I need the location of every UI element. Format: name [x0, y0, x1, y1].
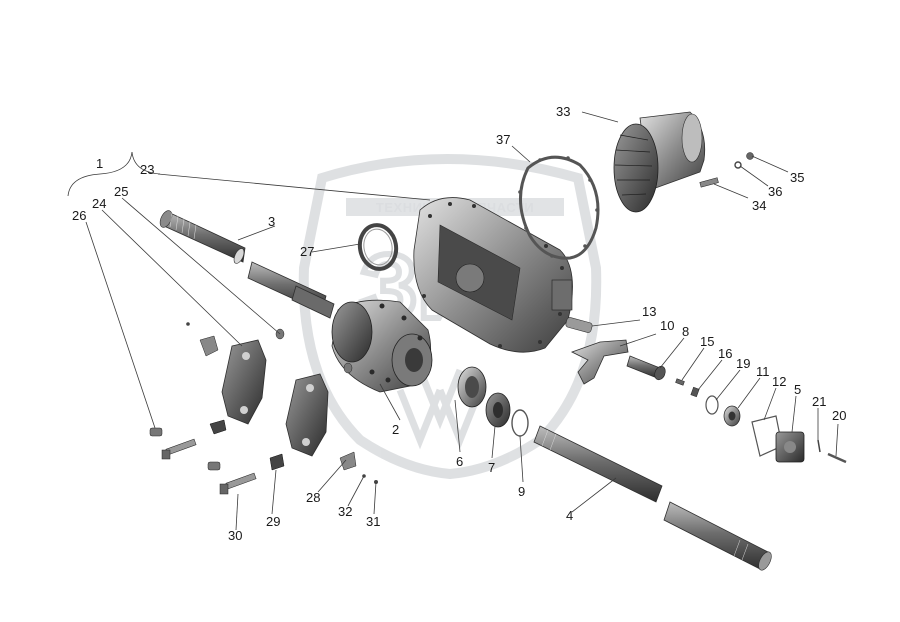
leader-lines — [67, 111, 839, 531]
washer-36 — [734, 161, 742, 169]
callout-25: 25 — [114, 184, 128, 199]
gasket — [518, 155, 600, 260]
dowel-mid — [207, 461, 221, 471]
bolt-left-upper — [161, 438, 197, 460]
callout-7: 7 — [488, 460, 495, 475]
callout-11: 11 — [756, 364, 770, 379]
callout-34: 34 — [752, 198, 766, 213]
nut-35 — [746, 152, 754, 160]
callout-1: 1 — [96, 156, 103, 171]
spring — [565, 317, 593, 333]
cover-5 — [775, 431, 805, 463]
callout-27: 27 — [300, 244, 314, 259]
lock-washer-upper — [209, 419, 227, 435]
pin-21 — [817, 439, 821, 453]
snap-ring — [357, 223, 399, 271]
callout-23: 23 — [140, 162, 154, 177]
axle-shaft-upper — [159, 210, 335, 319]
callout-37: 37 — [496, 132, 510, 147]
callout-31: 31 — [366, 514, 380, 529]
differential-housing — [413, 197, 573, 353]
callout-24: 24 — [92, 196, 106, 211]
callout-3: 3 — [268, 214, 275, 229]
callout-12: 12 — [772, 374, 786, 389]
coupling-sleeve — [457, 366, 487, 408]
axle-shaft-lower — [533, 425, 772, 571]
callout-26: 26 — [72, 208, 86, 223]
shift-rod — [626, 355, 666, 381]
callout-9: 9 — [518, 484, 525, 499]
callout-35: 35 — [790, 170, 804, 185]
callout-13: 13 — [642, 304, 656, 319]
callout-10: 10 — [660, 318, 674, 333]
pin-34 — [699, 177, 719, 188]
retaining-ring — [511, 409, 529, 437]
lock-plate-top — [186, 322, 219, 357]
differential-gear-assembly — [331, 299, 433, 393]
callout-36: 36 — [768, 184, 782, 199]
callout-5: 5 — [794, 382, 801, 397]
lock-plate-28 — [339, 451, 357, 471]
callout-8: 8 — [682, 324, 689, 339]
callout-29: 29 — [266, 514, 280, 529]
bearing-small — [343, 362, 353, 374]
o-ring-19 — [705, 395, 719, 415]
callout-16: 16 — [718, 346, 732, 361]
callout-4: 4 — [566, 508, 573, 523]
bushing-11 — [723, 405, 741, 427]
callout-19: 19 — [736, 356, 750, 371]
bolt-30 — [219, 472, 257, 495]
callout-28: 28 — [306, 490, 320, 505]
plug-16 — [690, 386, 700, 398]
ring-gear-carrier — [613, 111, 706, 213]
callout-20: 20 — [832, 408, 846, 423]
callout-15: 15 — [700, 334, 714, 349]
callout-33: 33 — [556, 104, 570, 119]
dowel-26 — [149, 427, 163, 437]
callout-2: 2 — [392, 422, 399, 437]
shift-fork — [570, 339, 629, 385]
bearing-cap-lower — [285, 373, 329, 457]
callout-21: 21 — [812, 394, 826, 409]
pin-15 — [675, 378, 685, 386]
lock-washer-29 — [269, 453, 285, 471]
bolt-20 — [827, 452, 847, 464]
callout-6: 6 — [456, 454, 463, 469]
callout-labels: 1 2 3 4 5 6 7 8 9 10 11 12 13 15 16 19 2… — [72, 104, 846, 543]
callout-30: 30 — [228, 528, 242, 543]
bearing-cap-upper — [221, 339, 267, 425]
gear-sleeve — [485, 392, 511, 428]
callout-32: 32 — [338, 504, 352, 519]
